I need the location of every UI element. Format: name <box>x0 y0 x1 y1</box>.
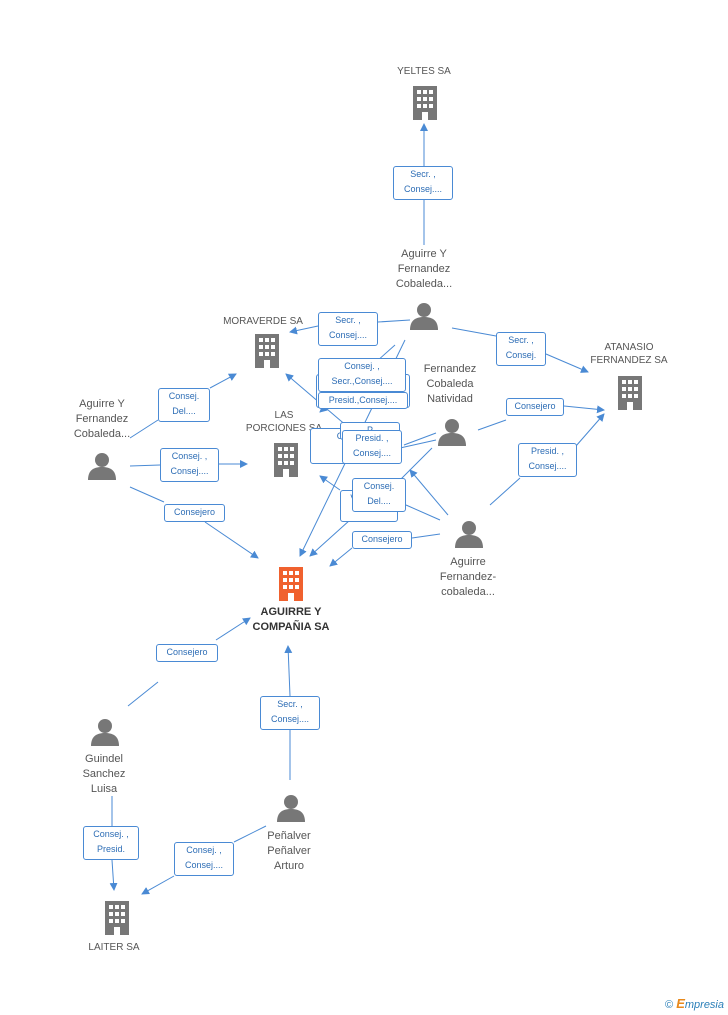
person-icon-aguirre-fernandez-top[interactable] <box>410 302 438 330</box>
company-label-atanasio[interactable]: ATANASIO FERNANDEZ SA <box>590 342 668 366</box>
edge-penalver-aguirre <box>288 646 290 780</box>
edge-afc-atanasio <box>489 414 604 506</box>
edge-label-top-yeltes[interactable]: Secr. , Consej.... <box>393 166 453 200</box>
edge-label-left-consejero[interactable]: Consejero <box>164 504 225 522</box>
person-label-fernandez-cobaleda[interactable]: Fernandez Cobaleda Natividad <box>423 363 477 405</box>
person-label-aguirre-fernandez-cobaleda[interactable]: Aguirre Fernandez- cobaleda... <box>439 556 497 598</box>
edge-label-left-moraverde[interactable]: Consej. Del.... <box>158 388 210 422</box>
person-icon-aguirre-fernandez-left[interactable] <box>88 452 116 480</box>
edge-label-left-porciones[interactable]: Consej. , Consej.... <box>160 448 219 482</box>
edge-label-fcn-atanasio[interactable]: Consejero <box>506 398 564 416</box>
edge-label-mid-presid-consej[interactable]: Presid.,Consej.... <box>318 392 408 409</box>
edge-penalver-laiter <box>142 825 267 894</box>
person-label-guindel[interactable]: Guindel Sanchez Luisa <box>82 753 126 795</box>
edge-label-top-moraverde[interactable]: Secr. , Consej.... <box>318 312 378 346</box>
edge-label-penalver-laiter[interactable]: Consej. , Consej.... <box>174 842 234 876</box>
copyright-symbol: © <box>665 999 674 1011</box>
edge-guindel-laiter <box>112 796 114 890</box>
building-icon-atanasio[interactable] <box>615 376 645 410</box>
edge-guindel-aguirre <box>127 618 250 707</box>
edge-left-porciones <box>129 464 247 466</box>
edge-label-guindel-aguirre[interactable]: Consejero <box>156 644 218 662</box>
edge-label-penalver-aguirre[interactable]: Secr. , Consej.... <box>260 696 320 730</box>
edge-left-moraverde <box>129 374 236 439</box>
edge-label-afc-consej-del[interactable]: Consej. Del.... <box>352 478 406 512</box>
person-icon-penalver[interactable] <box>277 794 305 822</box>
edge-top-moraverde <box>290 319 411 332</box>
company-label-yeltes[interactable]: YELTES SA <box>397 66 451 77</box>
building-icon-laiter[interactable] <box>102 901 132 935</box>
company-label-aguirre-compania[interactable]: AGUIRRE Y COMPAÑIA SA <box>252 606 330 633</box>
edge-afc-porciones <box>320 476 441 521</box>
edge-label-top-atanasio[interactable]: Secr. , Consej. <box>496 332 546 366</box>
person-icon-guindel[interactable] <box>91 718 119 746</box>
building-icon-yeltes[interactable] <box>410 86 440 120</box>
brand-logo-text: mpresia <box>684 999 724 1011</box>
building-icon-aguirre-compania[interactable] <box>276 567 306 601</box>
edge-label-guindel-laiter[interactable]: Consej. , Presid. <box>83 826 139 860</box>
edge-top-atanasio <box>451 327 588 372</box>
person-label-aguirre-fernandez-top[interactable]: Aguirre Y Fernandez Cobaleda... <box>395 248 453 290</box>
edge-left-aguirre <box>129 486 258 558</box>
edge-label-afc-consejero[interactable]: Consejero <box>352 531 412 549</box>
edge-fcn-aguirre <box>310 447 433 556</box>
building-icon-las-porciones[interactable] <box>271 443 301 477</box>
person-label-aguirre-fernandez-left[interactable]: Aguirre Y Fernandez Cobaleda... <box>73 398 131 440</box>
edge-label-afc-atanasio[interactable]: Presid. , Consej.... <box>518 443 577 477</box>
empresia-brand[interactable]: © Empresia <box>665 996 724 1011</box>
company-label-moraverde[interactable]: MORAVERDE SA <box>223 316 303 327</box>
person-icon-fernandez-cobaleda[interactable] <box>438 418 466 446</box>
company-label-laiter[interactable]: LAITER SA <box>88 942 140 953</box>
edge-label-mid-consej-secr[interactable]: Consej. , Secr.,Consej.... <box>318 358 406 392</box>
edge-label-fcn-presid[interactable]: Presid. , Consej.... <box>342 430 402 464</box>
person-label-penalver[interactable]: Peñalver Peñalver Arturo <box>267 830 311 872</box>
edge-afc-aguirre <box>330 533 441 566</box>
brand-logo-letter: E <box>676 996 685 1011</box>
edge-afc-moraverde <box>409 469 449 516</box>
person-icon-aguirre-fernandez-cobaleda[interactable] <box>455 520 483 548</box>
building-icon-moraverde[interactable] <box>252 334 282 368</box>
